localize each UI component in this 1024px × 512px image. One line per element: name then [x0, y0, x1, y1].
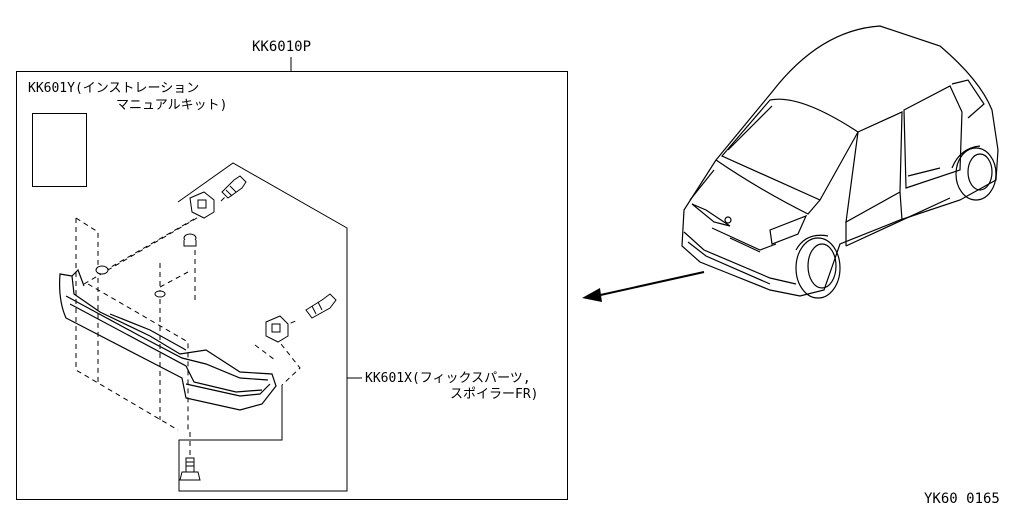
- manual-kit-label-line1: KK601Y(インストレーション: [28, 81, 199, 96]
- assembly-part-number: KK6010P: [252, 39, 311, 55]
- screw-right: [305, 293, 337, 319]
- clip-left: [95, 265, 166, 298]
- assembly-frame: [16, 71, 568, 500]
- manual-kit-label-line2: マニュアルキット): [116, 98, 227, 113]
- fix-parts-frame: [177, 162, 348, 492]
- spring-clip-lower: [265, 315, 289, 343]
- diagram-code: YK60 0165: [924, 491, 1000, 507]
- clip-center: [183, 233, 197, 247]
- vehicle-illustration: [681, 25, 999, 299]
- installation-manual-sheet: [32, 113, 87, 187]
- fix-parts-label-line2: スポイラーFR): [450, 387, 538, 402]
- screw-bottom: [179, 457, 201, 481]
- front-spoiler: [59, 268, 277, 411]
- screw-upper: [221, 175, 247, 199]
- spring-clip-upper: [189, 191, 215, 219]
- location-arrow: [582, 271, 705, 302]
- fix-parts-label-line1: KK601X(フィックスパーツ,: [365, 371, 531, 386]
